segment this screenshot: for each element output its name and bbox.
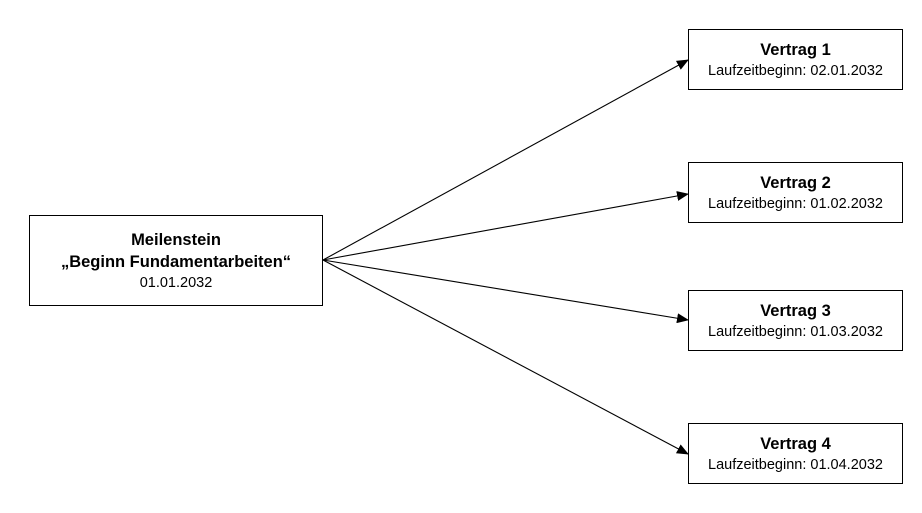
contract-start-date: Laufzeitbeginn: 01.02.2032 [708, 195, 883, 212]
milestone-box: Meilenstein „Beginn Fundamentarbeiten“ 0… [29, 215, 323, 306]
arrow-to-contract-3 [322, 259, 689, 324]
contract-name: Vertrag 4 [760, 434, 831, 453]
contract-name: Vertrag 1 [760, 40, 831, 59]
contract-start-date: Laufzeitbeginn: 01.03.2032 [708, 323, 883, 340]
milestone-label: Meilenstein [131, 230, 221, 249]
contract-name: Vertrag 3 [760, 301, 831, 320]
milestone-name: „Beginn Fundamentarbeiten“ [60, 252, 292, 271]
arrow-to-contract-2 [322, 191, 689, 261]
contract-name: Vertrag 2 [760, 173, 831, 192]
arrow-to-contract-1 [322, 59, 689, 261]
contract-box-1: Vertrag 1 Laufzeitbeginn: 02.01.2032 [688, 29, 903, 90]
milestone-date: 01.01.2032 [139, 274, 213, 291]
contract-box-4: Vertrag 4 Laufzeitbeginn: 01.04.2032 [688, 423, 903, 484]
contract-box-3: Vertrag 3 Laufzeitbeginn: 01.03.2032 [688, 290, 903, 351]
arrow-to-contract-4 [322, 259, 689, 455]
contract-start-date: Laufzeitbeginn: 01.04.2032 [708, 456, 883, 473]
contract-start-date: Laufzeitbeginn: 02.01.2032 [708, 62, 883, 79]
contract-box-2: Vertrag 2 Laufzeitbeginn: 01.02.2032 [688, 162, 903, 223]
